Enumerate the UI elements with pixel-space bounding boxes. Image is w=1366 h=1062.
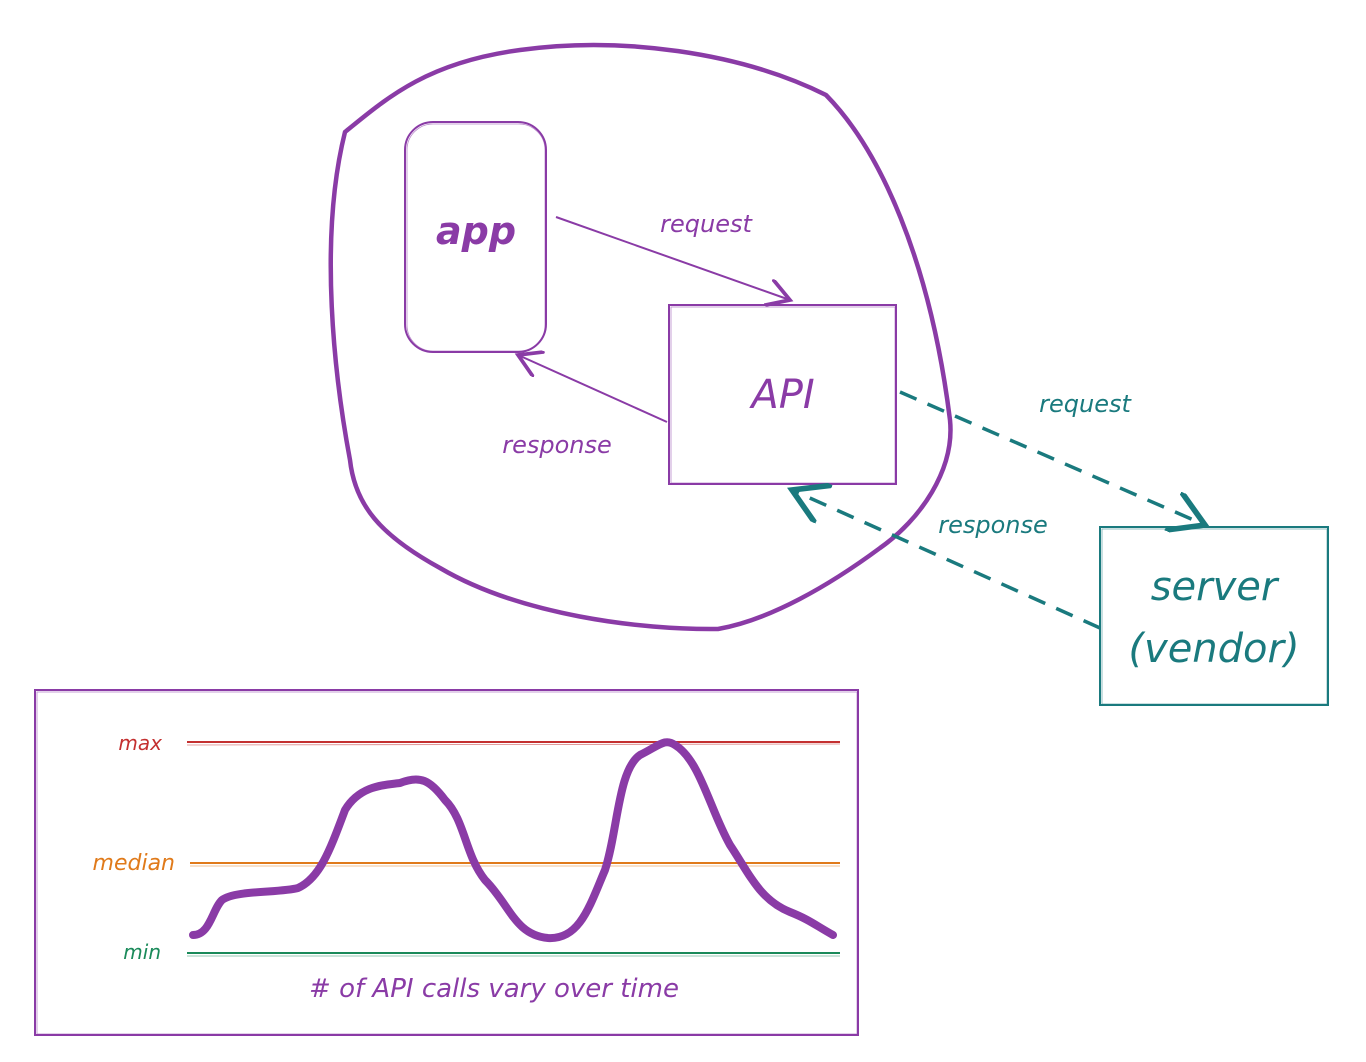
server-to-api-response-label: response — [938, 511, 1048, 539]
chart-caption: # of API calls vary over time — [309, 974, 679, 1004]
server-node: server (vendor) — [1099, 526, 1329, 706]
api-calls-curve — [189, 738, 837, 943]
chart-frame — [34, 689, 859, 1036]
max-label: max — [118, 731, 162, 755]
api-node: API — [668, 304, 897, 485]
server-label-line1: server — [1151, 564, 1280, 610]
app-to-api-request-arrow — [555, 216, 790, 300]
api-to-server-request-label: request — [1039, 390, 1132, 418]
min-label: min — [123, 940, 161, 964]
app-node: app — [404, 121, 547, 353]
api-to-app-response-label: response — [502, 431, 612, 459]
median-label: median — [93, 851, 175, 876]
server-to-api-response-arrow — [792, 490, 1101, 630]
api-to-server-request-arrow — [899, 390, 1205, 525]
api-to-app-response-arrow — [518, 355, 668, 423]
app-to-api-request-label: request — [660, 210, 753, 238]
api-label: API — [748, 372, 814, 418]
server-label-line2: (vendor) — [1128, 626, 1299, 672]
app-label: app — [436, 209, 516, 253]
api-calls-chart: max median min # of API calls vary over … — [34, 689, 859, 1036]
system-boundary-blob — [328, 42, 953, 632]
